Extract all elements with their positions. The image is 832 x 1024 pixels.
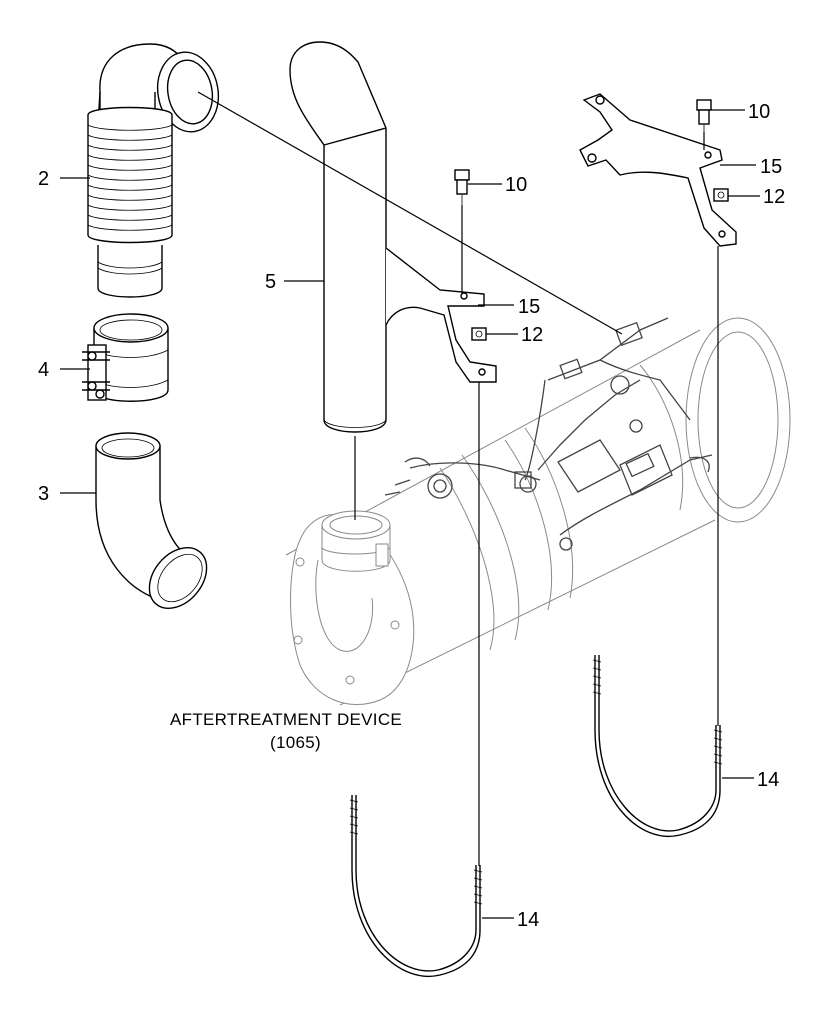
callout-14-front: 14 xyxy=(517,909,539,931)
callout-12-front: 12 xyxy=(521,324,543,346)
part-15-bracket-rear xyxy=(579,93,737,247)
nut-12-rear xyxy=(713,188,729,202)
part-2-flex-elbow xyxy=(87,43,220,298)
callout-10-front: 10 xyxy=(505,174,527,196)
u-bolt-14-front xyxy=(349,795,483,978)
callout-5: 5 xyxy=(265,271,276,293)
device-caption-name: AFTERTREATMENT DEVICE xyxy=(170,710,402,729)
bellows-corrugations xyxy=(87,106,173,244)
callout-10-rear: 10 xyxy=(748,101,770,123)
callout-3: 3 xyxy=(38,483,49,505)
part-15-bracket-front xyxy=(385,247,497,383)
bolt-10-front xyxy=(454,169,470,205)
callout-leaders xyxy=(60,109,760,919)
device-caption-code: (1065) xyxy=(270,733,321,752)
aftertreatment-device xyxy=(285,317,791,706)
bolt-10-rear xyxy=(696,99,712,132)
callout-4: 4 xyxy=(38,359,49,381)
callout-15-rear: 15 xyxy=(760,156,782,178)
part-3-elbow-tube xyxy=(95,432,208,609)
callout-15-front: 15 xyxy=(518,296,540,318)
u-bolt-14-rear xyxy=(592,655,723,838)
callout-14-rear: 14 xyxy=(757,769,779,791)
assembly-lines xyxy=(197,91,719,866)
part-5-stack-pipe xyxy=(289,41,387,433)
callout-12-rear: 12 xyxy=(763,186,785,208)
nut-12-front xyxy=(471,327,487,341)
callout-2: 2 xyxy=(38,168,49,190)
part-4-clamp xyxy=(82,313,169,402)
